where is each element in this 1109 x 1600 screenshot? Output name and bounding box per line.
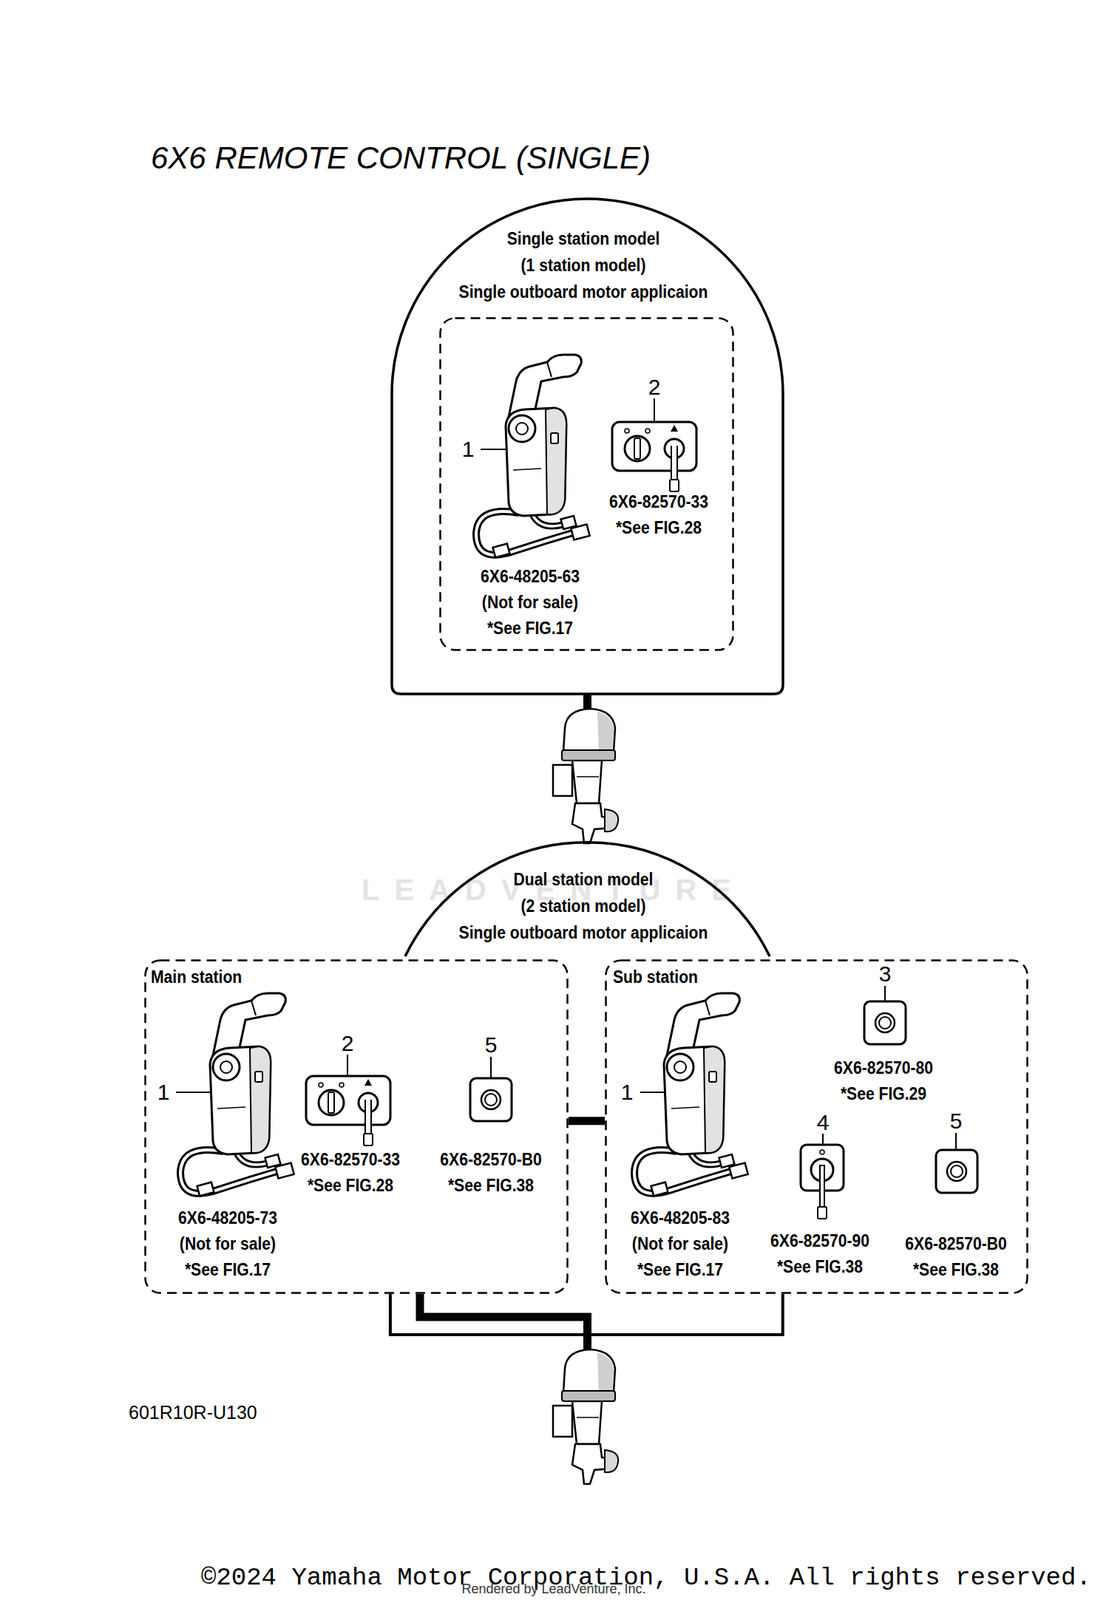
callout-number: 2 — [341, 1031, 355, 1058]
dashed-outline — [440, 318, 734, 651]
leader-line — [955, 1133, 957, 1150]
part-illustrations — [180, 354, 978, 1485]
callout-number: 5 — [485, 1032, 498, 1059]
callout-number: 4 — [816, 1110, 830, 1137]
group-heading: (1 station model) — [420, 252, 746, 278]
callout-number: 1 — [157, 1080, 171, 1107]
switch-panel — [612, 422, 697, 492]
dashed-outline — [145, 961, 568, 1294]
render-note: Rendered by LeadVenture, Inc. — [461, 1582, 646, 1598]
switch-panel — [306, 1076, 391, 1146]
part-number: 6X6-82570-B0 *See FIG.38 — [434, 1146, 547, 1199]
part-number: 6X6-82570-B0 *See FIG.38 — [899, 1230, 1012, 1283]
leader-line — [640, 1091, 666, 1094]
part-number: 6X6-48205-73 (Not for sale) *See FIG.17 — [171, 1205, 284, 1283]
station-box: Sub station 6X6-48205-83 (Not for sale) *… — [604, 959, 1029, 1295]
leader-line — [346, 1055, 349, 1076]
remote-control-box — [476, 354, 590, 558]
leader-line — [884, 986, 886, 1002]
outboard-motor — [553, 1350, 619, 1485]
leader-line — [480, 448, 508, 451]
leader-line — [653, 398, 656, 422]
part-number: 6X6-82570-90 *See FIG.38 — [763, 1228, 876, 1280]
switch-button — [470, 1078, 512, 1122]
callout-number: 1 — [462, 436, 475, 463]
station-group: Single station model(1 station model)Sin… — [390, 197, 785, 696]
part-number: 6X6-82570-33 *See FIG.28 — [294, 1146, 406, 1199]
remote-control-box — [180, 993, 295, 1197]
arch-outline — [405, 842, 770, 957]
copyright-note: ©2024 Yamaha Motor Corporation, U.S.A. A… — [201, 1564, 1092, 1594]
group-heading: Single outboard motor applicaion — [423, 919, 743, 946]
callout-number: 5 — [950, 1109, 963, 1135]
switch-button — [935, 1150, 978, 1194]
group-heading: (2 station model) — [423, 893, 743, 919]
station-box: Main station 6X6-48205-73 (Not for sale) … — [144, 959, 569, 1295]
callout-number: 1 — [621, 1080, 634, 1107]
station-heading: Sub station — [612, 964, 698, 990]
main-harness — [419, 1294, 588, 1353]
part-number: 6X6-82570-33 *See FIG.28 — [602, 488, 715, 541]
callout-number: 2 — [648, 374, 661, 401]
leader-lines — [175, 398, 956, 1150]
part-number: 6X6-82570-80 *See FIG.29 — [827, 1055, 939, 1107]
arch-outline — [391, 198, 783, 695]
station-group: Dual station model(2 station model)Singl… — [403, 839, 772, 957]
key-switch — [800, 1145, 844, 1220]
station-box: 6X6-48205-63 (Not for sale) *See FIG.17 6… — [439, 317, 735, 652]
drawing-code: 601R10R-U130 — [128, 1402, 258, 1424]
group-heading: Single outboard motor applicaion — [420, 278, 746, 305]
outboard-motor — [553, 709, 619, 844]
remote-control-box — [634, 993, 749, 1197]
station-heading: Main station — [150, 964, 242, 990]
diagram-title: 6X6 REMOTE CONTROL (SINGLE) — [150, 140, 651, 176]
harness-wire — [390, 1294, 783, 1336]
part-number: 6X6-48205-63 (Not for sale) *See FIG.17 — [473, 563, 586, 642]
leader-line — [175, 1091, 212, 1094]
leader-line — [490, 1057, 492, 1078]
group-heading: Dual station model — [423, 866, 743, 893]
group-heading: Single station model — [420, 225, 746, 252]
dashed-outline — [606, 961, 1028, 1294]
part-number: 6X6-48205-83 (Not for sale) *See FIG.17 — [623, 1205, 736, 1283]
callout-number: 3 — [879, 961, 892, 988]
harness-link — [568, 1117, 605, 1126]
leader-line — [822, 1134, 824, 1145]
switch-button — [864, 1001, 906, 1045]
